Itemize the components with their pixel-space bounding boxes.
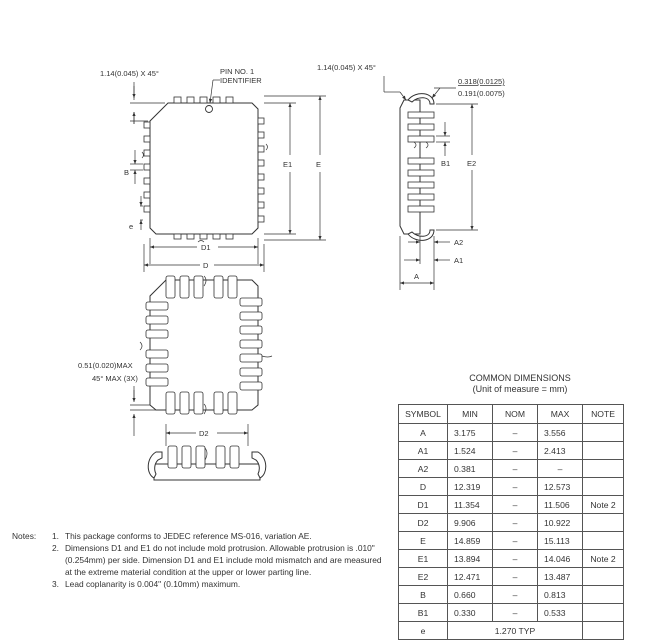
dim-e-label: E <box>316 160 321 169</box>
top-view-right-pins <box>257 117 265 223</box>
top-view: 1.14(0.045) X 45° PIN NO. 1 IDENTIFIER E… <box>100 67 326 272</box>
dim-a-label: A <box>414 272 419 281</box>
dim-d1-label: D1 <box>201 243 211 252</box>
dim-d2-label: D2 <box>199 429 209 438</box>
bottom-view-top-leads <box>165 275 238 299</box>
corner-label-2: 45° MAX (3X) <box>92 374 138 383</box>
bottom-view-right-leads <box>239 297 263 391</box>
header-min: MIN <box>447 404 493 424</box>
lead-thickness-max: 0.318(0.0125) <box>458 77 505 86</box>
dim-pitch-label: e <box>129 222 133 231</box>
bottom-view: 0.51(0.020)MAX 45° MAX (3X) D2 <box>78 275 273 446</box>
dim-a2-label: A2 <box>454 238 463 247</box>
dim-b-label: B <box>124 168 129 177</box>
dimensions-title: COMMON DIMENSIONS <box>469 373 571 383</box>
header-symbol: SYMBOL <box>398 404 448 424</box>
bottom-view-bottom-leads <box>165 391 238 415</box>
top-view-top-pins <box>173 96 234 104</box>
top-package-body <box>149 102 259 235</box>
dimensions-title-block: COMMON DIMENSIONS (Unit of measure = mm) <box>420 373 620 395</box>
dim-b1-label: B1 <box>441 159 450 168</box>
notes-list: 1.This package conforms to JEDEC referen… <box>52 530 382 590</box>
lead-thickness-min: 0.191(0.0075) <box>458 89 505 98</box>
header-note: NOTE <box>582 404 624 424</box>
top-chamfer-label: 1.14(0.045) X 45° <box>100 69 159 78</box>
corner-label-1: 0.51(0.020)MAX <box>78 361 133 370</box>
side-chamfer-label: 1.14(0.045) X 45° <box>317 63 376 72</box>
dim-e2-label: E2 <box>467 159 476 168</box>
end-view <box>147 445 267 481</box>
dim-a1-label: A1 <box>454 256 463 265</box>
header-nom: NOM <box>492 404 538 424</box>
bottom-view-left-leads <box>145 301 169 387</box>
note-item: 3.Lead coplanarity is 0.004" (0.10mm) ma… <box>52 579 241 589</box>
header-max: MAX <box>537 404 583 424</box>
dim-e1-label: E1 <box>283 160 292 169</box>
top-view-left-pins <box>143 121 151 213</box>
note-item: 1.This package conforms to JEDEC referen… <box>52 531 312 541</box>
notes-header: Notes: <box>12 531 37 541</box>
pin1-label: PIN NO. 1 <box>220 67 254 76</box>
dimensions-subtitle: (Unit of measure = mm) <box>472 384 568 394</box>
note-item: 2.Dimensions D1 and E1 do not include mo… <box>52 543 382 577</box>
pin1-label-2: IDENTIFIER <box>220 76 262 85</box>
end-view-leads <box>167 445 240 469</box>
side-lead-bottom <box>407 229 435 241</box>
top-view-bottom-pins <box>173 233 234 240</box>
dim-d-label: D <box>203 261 209 270</box>
side-package-body <box>399 99 421 235</box>
side-view-leads <box>407 111 435 213</box>
side-lead-top <box>407 93 435 105</box>
table-header-row: SYMBOL MIN NOM MAX NOTE <box>398 404 624 424</box>
pin1-identifier-dot <box>205 105 213 113</box>
side-view: 1.14(0.045) X 45° 0.318(0.0125) 0.191(0.… <box>317 63 505 290</box>
